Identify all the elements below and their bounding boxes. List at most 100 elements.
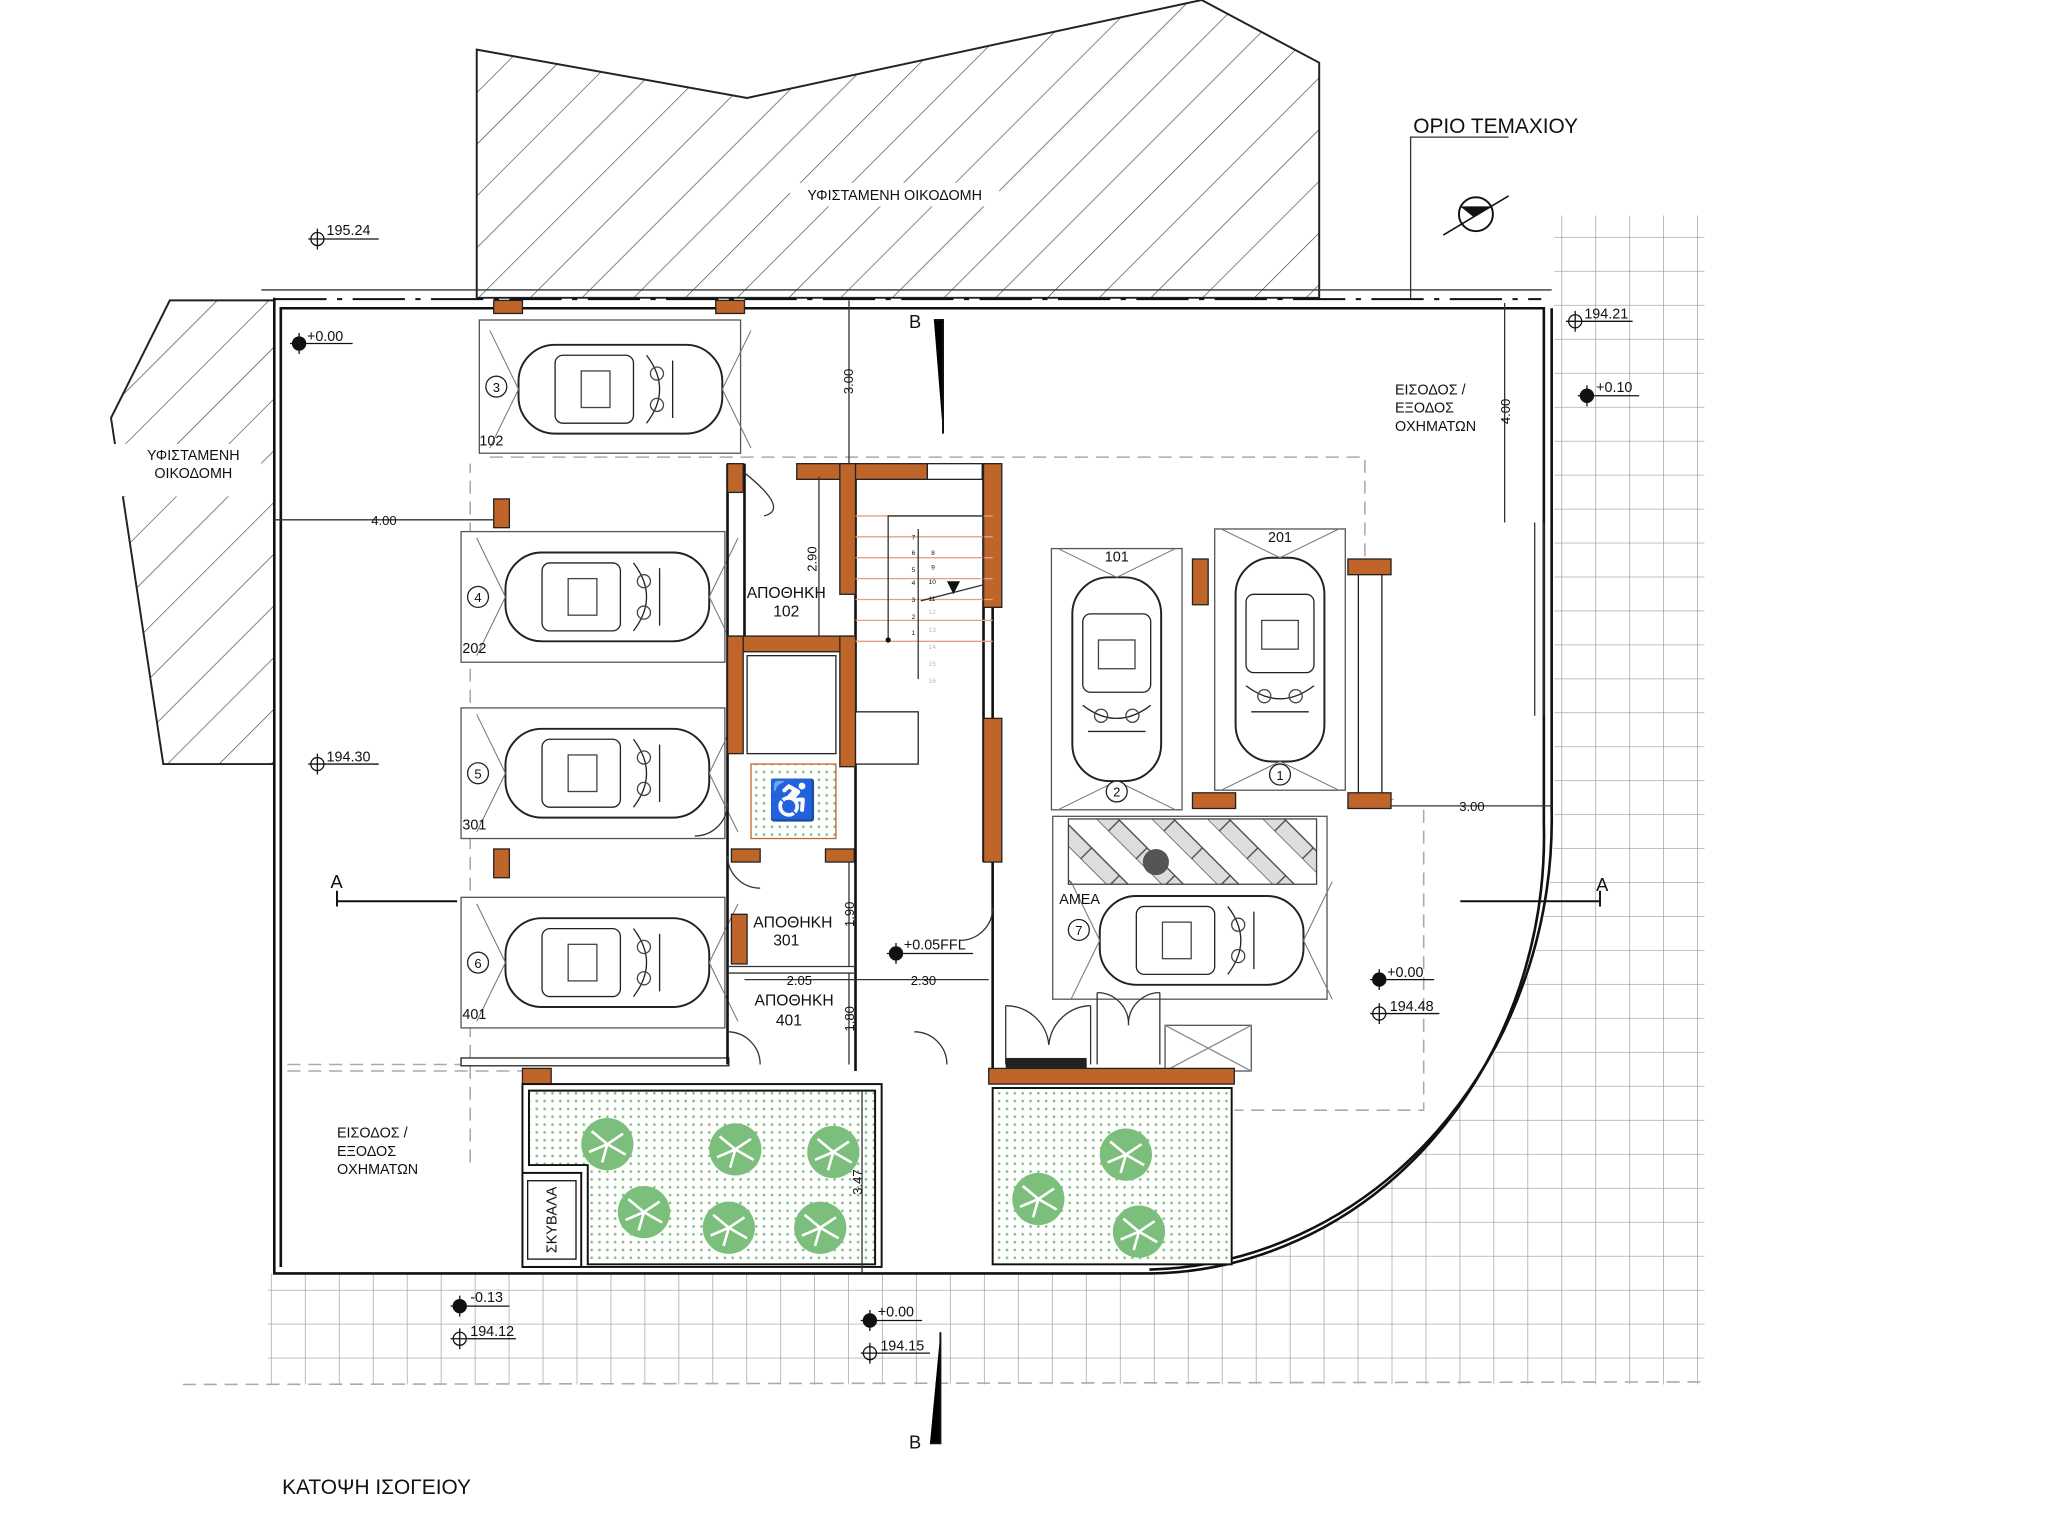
- room-number: 301: [773, 933, 799, 950]
- unit-label: 202: [462, 641, 486, 657]
- section-mark-b-top: B: [909, 311, 921, 332]
- dimension-label: 2.90: [804, 546, 819, 571]
- level-marker: +0.05FFL: [886, 938, 974, 964]
- space-number: 6: [474, 956, 481, 971]
- step-number: 7: [912, 534, 916, 541]
- level-markers: 195.24 +0.00 194.21 +0.10 194.30 +0.05FF…: [289, 223, 1640, 1364]
- room-number: 401: [776, 1012, 802, 1029]
- section-mark-a-right: A: [1596, 874, 1609, 895]
- parking-space-7-disabled[interactable]: ΑΜΕΑ 7: [1052, 815, 1334, 1001]
- level-marker: 194.12: [450, 1324, 516, 1350]
- section-mark-a-left: A: [330, 871, 343, 892]
- tree-icon: [579, 1116, 635, 1172]
- level-value: 194.21: [1584, 307, 1628, 323]
- step-number: 4: [912, 580, 916, 587]
- parking-space-3[interactable]: 3 102: [478, 319, 752, 454]
- room-name: ΑΠΟΘΗΚΗ: [747, 585, 826, 602]
- step-number: 15: [929, 661, 937, 668]
- step-number: 2: [912, 614, 916, 621]
- existing-building-left-label-2: ΟΙΚΟΔΟΜΗ: [154, 466, 232, 482]
- level-marker: +0.10: [1577, 380, 1640, 407]
- parking-space-6[interactable]: 6 401: [460, 896, 739, 1029]
- unit-label: 102: [479, 433, 503, 449]
- space-number: 5: [474, 766, 481, 781]
- unit-label: 301: [462, 817, 486, 833]
- drawing-title: ΚΑΤΟΨΗ ΙΣΟΓΕΙΟΥ: [282, 1476, 471, 1499]
- level-value: 194.30: [327, 749, 371, 765]
- space-number: 2: [1113, 785, 1120, 800]
- tree-icon: [701, 1200, 757, 1256]
- parking-space-5[interactable]: 5 301: [460, 707, 739, 840]
- staircase: 7 6 5 4 3 2 1 8 9 10 11 12 13 14 15 16: [855, 515, 993, 685]
- level-value: +0.00: [878, 1305, 914, 1321]
- rubbish-label: ΣΚΥΒΑΛΑ: [544, 1186, 560, 1253]
- step-number: 14: [929, 644, 937, 651]
- existing-building-top: [475, 0, 1321, 299]
- paving-area: [267, 215, 1705, 1385]
- parking-space-2[interactable]: 2 101: [1050, 547, 1183, 811]
- section-mark-b-bottom: B: [909, 1431, 921, 1452]
- space-number: 1: [1276, 768, 1283, 783]
- parking-space-1[interactable]: 1 201: [1214, 528, 1346, 792]
- unit-label: 101: [1105, 550, 1129, 566]
- wheelchair-icon: ♿: [768, 778, 817, 823]
- step-number: 3: [912, 597, 916, 604]
- boundary-dashed-bottom: [182, 1381, 1705, 1386]
- tree-icon: [616, 1184, 672, 1240]
- level-value: 194.12: [470, 1324, 514, 1340]
- step-number: 1: [912, 630, 916, 637]
- tree-icon: [707, 1121, 763, 1177]
- tree-icon: [1111, 1204, 1167, 1260]
- dimension-label: 1.90: [842, 902, 857, 927]
- dimension-label: 2.30: [911, 973, 936, 988]
- existing-building-top-label: ΥΦΙΣΤΑΜΕΝΗ ΟΙΚΟΔΟΜΗ: [807, 188, 982, 204]
- dimension-label: 2.05: [787, 973, 812, 988]
- section-marks: [336, 319, 1601, 1445]
- level-marker: 194.30: [308, 749, 379, 775]
- vehicle-entrance-bottom-3: ΟΧΗΜΑΤΩΝ: [337, 1162, 418, 1178]
- room-number: 102: [773, 603, 799, 620]
- vehicle-entrance-right-1: ΕΙΣΟΔΟΣ /: [1395, 382, 1466, 398]
- level-marker: +0.00: [860, 1305, 923, 1331]
- dimension-label: 3.00: [841, 369, 856, 394]
- space-number: 4: [474, 590, 481, 605]
- wheelchair-lift: ♿: [750, 763, 837, 840]
- dimension-label: 3.47: [850, 1169, 865, 1194]
- step-number: 6: [912, 550, 916, 557]
- vehicle-entrance-bottom-1: ΕΙΣΟΔΟΣ /: [337, 1126, 408, 1142]
- vehicle-entrance-right-3: ΟΧΗΜΑΤΩΝ: [1395, 419, 1476, 435]
- level-value: 194.15: [880, 1339, 924, 1355]
- level-marker: 194.21: [1566, 307, 1633, 332]
- dimension-label: 1.80: [842, 1006, 857, 1031]
- plot-boundary-label: ΟΡΙΟ ΤΕΜΑΧΙΟΥ: [1413, 115, 1578, 138]
- rubbish-store: ΣΚΥΒΑΛΑ: [521, 1171, 583, 1268]
- dimension-label: 4.00: [1498, 399, 1513, 424]
- unit-label: 401: [462, 1007, 486, 1023]
- room-name: ΑΠΟΘΗΚΗ: [755, 993, 834, 1010]
- level-value: 194.48: [1390, 999, 1434, 1015]
- level-value: 195.24: [327, 223, 371, 239]
- tree-icon: [792, 1200, 848, 1256]
- level-marker: 195.24: [308, 223, 379, 250]
- level-marker: +0.00: [1370, 965, 1435, 991]
- vehicle-entrance-bottom-2: ΕΞΟΔΟΣ: [337, 1144, 396, 1160]
- existing-building-left: [110, 299, 276, 766]
- level-marker: 194.15: [860, 1339, 930, 1364]
- wheelchair-icon: [1142, 848, 1169, 876]
- step-number: 5: [912, 567, 916, 574]
- parking-space-4[interactable]: 4 202: [460, 530, 739, 663]
- step-number: 8: [931, 550, 935, 557]
- unit-label: 201: [1268, 530, 1292, 546]
- disabled-parking-label: ΑΜΕΑ: [1059, 892, 1100, 908]
- space-number: 3: [493, 380, 500, 395]
- dimension-label: 4.00: [371, 513, 396, 528]
- level-value: +0.00: [1387, 965, 1423, 981]
- level-marker: 194.48: [1370, 999, 1440, 1024]
- core: [694, 463, 1003, 1072]
- level-value: +0.10: [1596, 380, 1632, 396]
- dimension-label: 3.00: [1459, 799, 1484, 814]
- room-name: ΑΠΟΘΗΚΗ: [753, 914, 832, 931]
- level-marker: +0.00: [289, 329, 353, 354]
- north-arrow-icon: [1442, 195, 1509, 236]
